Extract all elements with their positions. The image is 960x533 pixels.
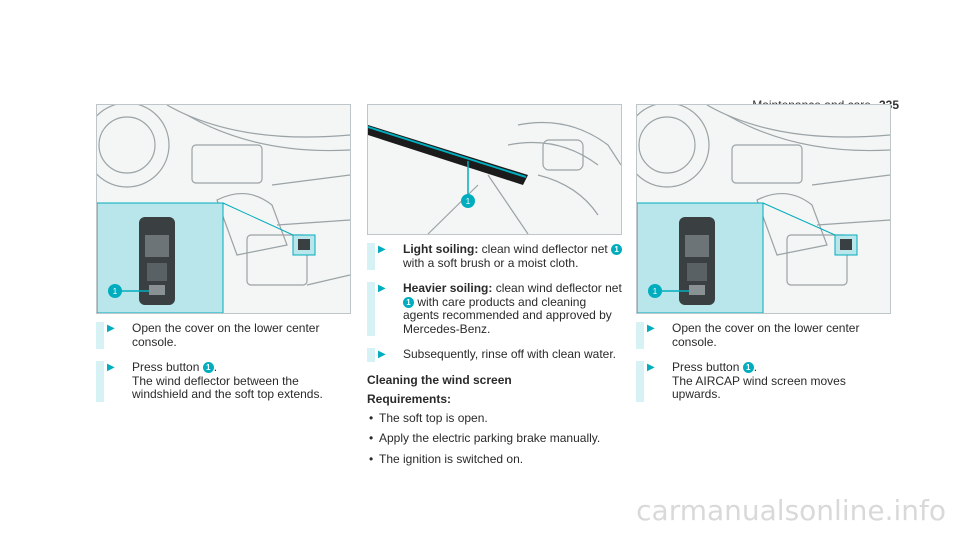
list-item: Apply the electric parking brake manuall… <box>367 431 625 446</box>
section-heading: Cleaning the wind screen <box>367 372 512 387</box>
svg-text:1: 1 <box>653 287 658 296</box>
list-item: The soft top is open. <box>367 411 625 426</box>
step-text: Press button 1. The AIRCAP wind screen m… <box>672 360 846 401</box>
callout-badge: 1 <box>202 362 214 373</box>
step: ▶ Open the cover on the lower center con… <box>96 321 354 349</box>
requirements-label: Requirements: <box>367 392 452 406</box>
column-3: ▶ Open the cover on the lower center con… <box>636 321 894 414</box>
step-text: Open the cover on the lower center conso… <box>132 321 320 349</box>
arrow-icon: ▶ <box>107 362 115 373</box>
step-text: Press button 1. The wind deflector betwe… <box>132 360 323 401</box>
requirements-list: The soft top is open. Apply the electric… <box>367 411 625 467</box>
step: ▶ Open the cover on the lower center con… <box>636 321 894 349</box>
step: ▶ Press button 1. The wind deflector bet… <box>96 360 354 402</box>
step-text: Heavier soiling: clean wind deflector ne… <box>403 281 622 336</box>
list-item: The ignition is switched on. <box>367 452 625 467</box>
callout-badge: 1 <box>742 362 754 373</box>
step: ▶ Heavier soiling: clean wind deflector … <box>367 281 625 336</box>
watermark: carmanualsonline.info <box>636 494 946 527</box>
column-2: ▶ Light soiling: clean wind deflector ne… <box>367 242 625 473</box>
step: ▶ Subsequently, rinse off with clean wat… <box>367 347 625 362</box>
step-text: Open the cover on the lower center conso… <box>672 321 860 349</box>
arrow-icon: ▶ <box>378 349 386 360</box>
column-1: ▶ Open the cover on the lower center con… <box>96 321 354 414</box>
figure-wind-deflector: 1 <box>367 104 622 235</box>
arrow-icon: ▶ <box>378 283 386 294</box>
figure-console-left: 1 <box>96 104 351 314</box>
callout-badge: 1 <box>403 296 414 308</box>
arrow-icon: ▶ <box>647 362 655 373</box>
svg-text:1: 1 <box>466 197 471 206</box>
arrow-icon: ▶ <box>107 323 115 334</box>
arrow-icon: ▶ <box>378 244 386 255</box>
svg-text:1: 1 <box>113 287 118 296</box>
arrow-icon: ▶ <box>647 323 655 334</box>
callout-badge: 1 <box>611 244 623 255</box>
step-text: Light soiling: clean wind deflector net … <box>381 242 625 270</box>
step: ▶ Press button 1. The AIRCAP wind screen… <box>636 360 894 402</box>
step: ▶ Light soiling: clean wind deflector ne… <box>367 242 625 270</box>
step-text: Subsequently, rinse off with clean water… <box>403 347 617 361</box>
figure-console-right: 1 <box>636 104 891 314</box>
